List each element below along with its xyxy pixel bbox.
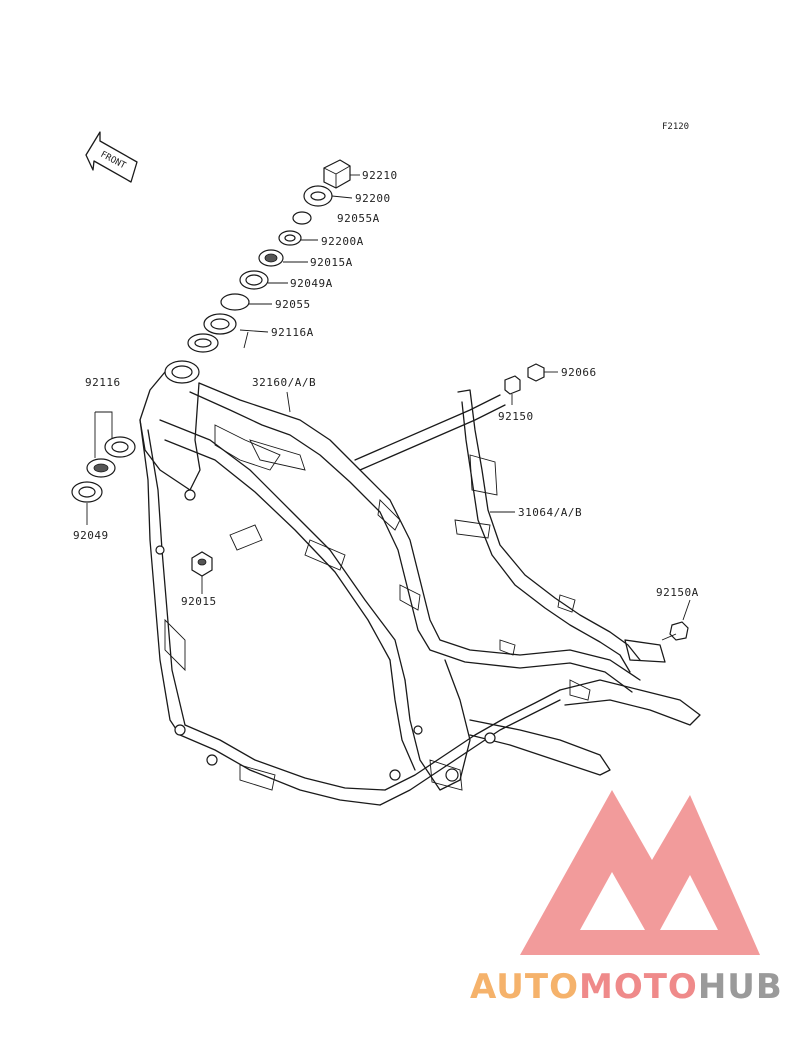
watermark-logo [520,790,760,955]
rear-subframe [454,389,666,673]
label-92055: 92055 [275,298,311,311]
oring-92055a-icon [292,211,312,225]
bearing-92116a-icon [187,313,237,353]
label-92200a: 92200A [321,235,364,248]
lockwasher-92200a-icon [278,230,302,246]
bolt-92150a-icon [661,621,689,641]
label-31064: 31064/A/B [518,506,582,519]
label-92049: 92049 [73,529,109,542]
label-92066: 92066 [561,366,597,379]
front-arrow-icon: FRONT [85,131,138,183]
steering-stack [187,159,351,353]
leader-lines [239,174,691,621]
main-frame [139,360,701,806]
nut-92210-icon [323,159,351,189]
label-92049a: 92049A [290,277,333,290]
label-92116: 92116 [85,376,121,389]
nut-92015-icon [191,551,213,594]
label-92116a: 92116A [271,326,314,339]
label-92210: 92210 [362,169,398,182]
label-32160: 32160/A/B [252,376,316,389]
washer-92200-icon [303,185,333,207]
lower-bearings [71,411,136,525]
label-92150a: 92150A [656,586,699,599]
front-label: FRONT [99,150,128,172]
seal-92049a-icon [239,270,269,290]
watermark-brand: AUTOMOTOHUB [470,967,783,1007]
oring-92055-icon [220,293,250,311]
bolt-92150-icon [504,375,521,405]
label-92055a: 92055A [337,212,380,225]
brand-moto: MOTO [579,967,698,1007]
nut-92015a-icon [258,249,284,267]
nut-92066-icon [527,363,558,382]
label-92015: 92015 [181,595,217,608]
svg-text:AUTOMOTOHUB: AUTOMOTOHUB [470,967,783,1007]
brand-auto: AUTO [470,967,579,1007]
brand-hub: HUB [698,967,783,1007]
label-92150: 92150 [498,410,534,423]
label-92200: 92200 [355,192,391,205]
figure-code: F2120 [662,122,689,132]
label-92015a: 92015A [310,256,353,269]
